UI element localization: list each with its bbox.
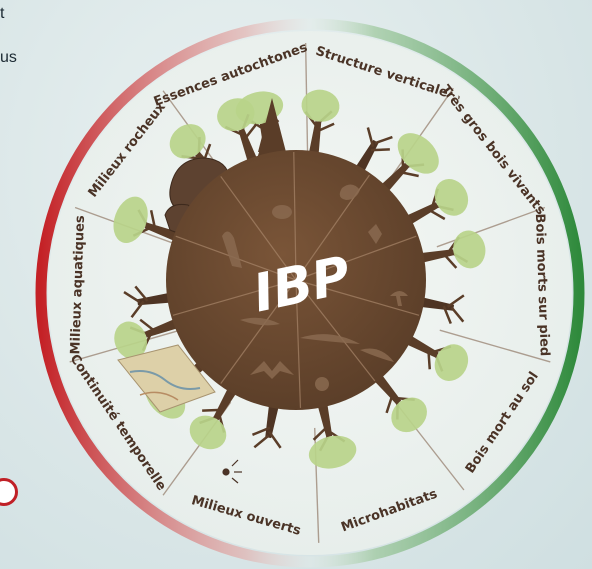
planet-sector-line bbox=[293, 152, 297, 281]
planet-sector-line bbox=[295, 279, 302, 408]
sunburst-icon bbox=[222, 459, 242, 484]
tree-icon bbox=[113, 196, 180, 244]
planet-sector-line bbox=[295, 235, 417, 281]
tree-icon bbox=[251, 403, 282, 449]
planet-sector-line bbox=[220, 279, 297, 384]
tree-silhouettes bbox=[113, 89, 486, 469]
sector-divider bbox=[439, 329, 551, 363]
tree-icon bbox=[301, 89, 340, 156]
tree-icon bbox=[373, 373, 427, 433]
outer-ring bbox=[35, 18, 585, 568]
tree-icon bbox=[419, 230, 486, 269]
mushroom-icon bbox=[390, 291, 408, 306]
bat-icon bbox=[250, 361, 294, 379]
tree-icon bbox=[379, 133, 439, 193]
salamander-icon bbox=[360, 348, 394, 362]
flower-icon bbox=[368, 224, 382, 244]
edge-text-fragment-1: t bbox=[0, 5, 5, 22]
tree-icon bbox=[419, 294, 465, 325]
tree-icon bbox=[123, 285, 172, 318]
snake-icon bbox=[300, 334, 360, 344]
edge-text-fragment-2: us bbox=[0, 49, 17, 66]
factor-label: Milieux aquatiques bbox=[68, 215, 88, 355]
logo-badge-icon bbox=[0, 478, 18, 506]
tree-icon bbox=[189, 386, 238, 450]
tree-icon bbox=[404, 334, 469, 382]
conifer-icon bbox=[254, 98, 290, 168]
tree-icon bbox=[404, 178, 469, 226]
tree-icon bbox=[354, 127, 393, 174]
planet-sector-lines bbox=[172, 152, 420, 408]
spider-icon bbox=[315, 377, 329, 391]
factor-label: Bois morts sur pied bbox=[532, 213, 552, 356]
planet-sector-line bbox=[295, 279, 420, 316]
tree-icon bbox=[217, 98, 258, 164]
fauna-silhouettes bbox=[222, 184, 408, 391]
beetle-icon bbox=[272, 205, 292, 219]
sector-divider bbox=[386, 87, 454, 183]
squirrel-icon bbox=[339, 184, 360, 200]
tree-icon bbox=[308, 402, 357, 469]
planet-sector-line bbox=[220, 176, 297, 281]
planet-sector-line bbox=[172, 279, 297, 316]
old-map-icon bbox=[117, 344, 216, 413]
tree-icon bbox=[114, 318, 180, 359]
woodpecker-icon bbox=[222, 231, 242, 268]
lizard-icon bbox=[240, 317, 280, 326]
planet-sector-line bbox=[295, 279, 376, 382]
